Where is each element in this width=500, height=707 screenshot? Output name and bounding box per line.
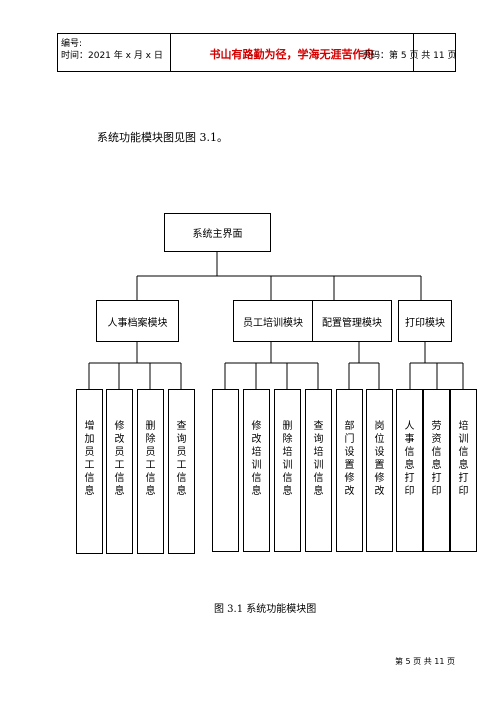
leaf-config-position: 岗位设置修改 — [366, 389, 393, 552]
leaf-personnel-query: 查询员工信息 — [168, 389, 195, 554]
number-label: 编号: — [61, 39, 83, 49]
leaf-print-personnel: 人事信息打印 — [396, 389, 423, 552]
leaf-print-training: 培训信息打印 — [450, 389, 477, 552]
intro-text: 系统功能模块图见图 3.1。 — [97, 131, 228, 144]
header-meta: 编号: 时间：2021 年 x 月 x 日 — [58, 34, 171, 71]
leaf-training-delete: 删除培训信息 — [274, 389, 301, 552]
leaf-personnel-delete: 删除员工信息 — [137, 389, 164, 554]
leaf-print-payroll: 劳资信息打印 — [423, 389, 450, 552]
leaf-personnel-add: 增加员工信息 — [76, 389, 103, 554]
page-label: 页码：第 5 页 共 11 页 — [362, 51, 457, 61]
footer-page: 第 5 页 共 11 页 — [395, 657, 455, 666]
figure-caption: 图 3.1 系统功能模块图 — [214, 604, 317, 615]
module-config: 配置管理模块 — [312, 300, 392, 342]
leaf-training-query: 查询培训信息 — [305, 389, 332, 552]
time-label: 时间：2021 年 x 月 x 日 — [61, 51, 163, 61]
header-slogan-cell: 书山有路勤为径，学海无涯苦作舟 — [171, 34, 414, 71]
leaf-personnel-edit: 修改员工信息 — [106, 389, 133, 554]
leaf-config-department: 部门设置修改 — [336, 389, 363, 552]
page-header: 编号: 时间：2021 年 x 月 x 日 书山有路勤为径，学海无涯苦作舟 — [57, 33, 456, 72]
module-print: 打印模块 — [398, 300, 452, 342]
leaf-training-edit: 修改培训信息 — [243, 389, 270, 552]
root-node: 系统主界面 — [164, 213, 271, 252]
slogan: 书山有路勤为径，学海无涯苦作舟 — [209, 48, 375, 61]
module-training: 员工培训模块 — [233, 300, 313, 342]
module-personnel: 人事档案模块 — [96, 300, 179, 342]
leaf-training-empty — [212, 389, 239, 552]
